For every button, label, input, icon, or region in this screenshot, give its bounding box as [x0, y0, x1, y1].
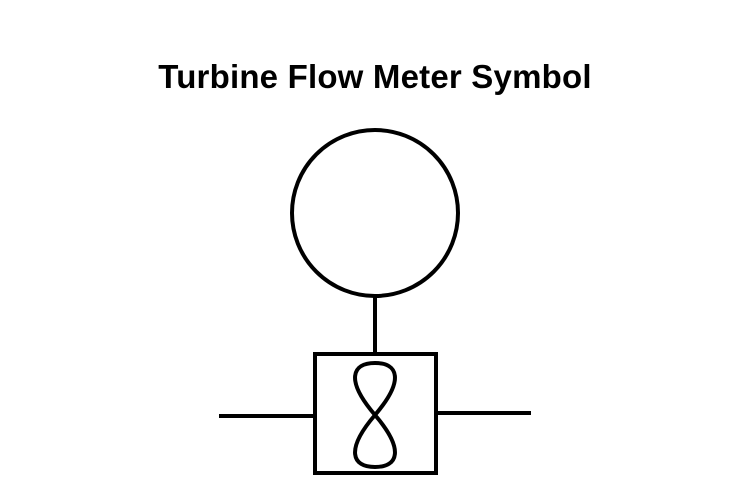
diagram-title: Turbine Flow Meter Symbol	[158, 58, 592, 95]
turbine-rotor-icon	[353, 361, 397, 469]
instrument-bubble	[290, 128, 460, 298]
